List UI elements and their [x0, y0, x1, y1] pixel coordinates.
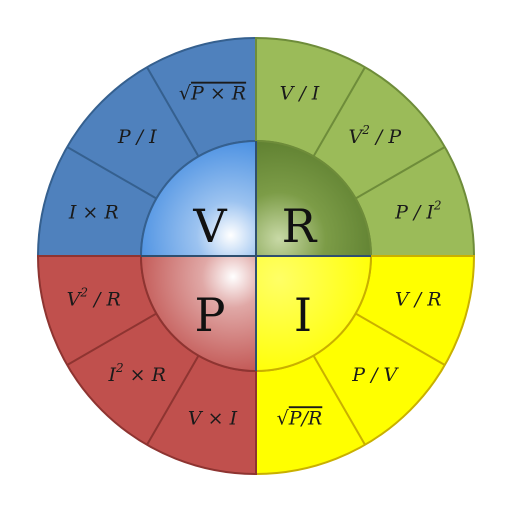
inner-sector-p [139, 255, 257, 373]
formula-p-0: V × I [188, 407, 238, 429]
formula-p-2: V2 / R [67, 285, 121, 310]
formula-v-0: I × R [68, 202, 119, 224]
divider-v-0 [66, 146, 157, 200]
divider-p-1 [66, 312, 157, 366]
formula-i-1: P / V [351, 364, 399, 386]
divider-p-0 [146, 355, 200, 446]
divider-i-1 [312, 355, 366, 446]
formula-v-2: √P × R [179, 83, 246, 105]
divider-v-1 [146, 66, 200, 157]
center-letter-i: I [294, 288, 312, 342]
center-letter-r: R [282, 199, 318, 253]
divider-i-0 [355, 312, 446, 366]
inner-sector-v [139, 139, 257, 257]
formula-r-2: P / I2 [394, 199, 441, 224]
inner-sector-i [255, 255, 373, 373]
divider-r-0 [312, 66, 366, 157]
formula-p-1: I2 × R [107, 361, 165, 386]
formula-v-1: P / I [117, 126, 157, 148]
formula-r-1: V2 / P [348, 123, 402, 148]
inner-sector-r [255, 139, 373, 257]
divider-r-1 [355, 146, 446, 200]
center-letter-v: V [192, 199, 227, 253]
formula-i-2: √P/R [277, 407, 323, 429]
center-letter-p: P [195, 288, 226, 342]
formula-i-0: V / R [395, 288, 442, 310]
formula-r-0: V / I [280, 83, 320, 105]
